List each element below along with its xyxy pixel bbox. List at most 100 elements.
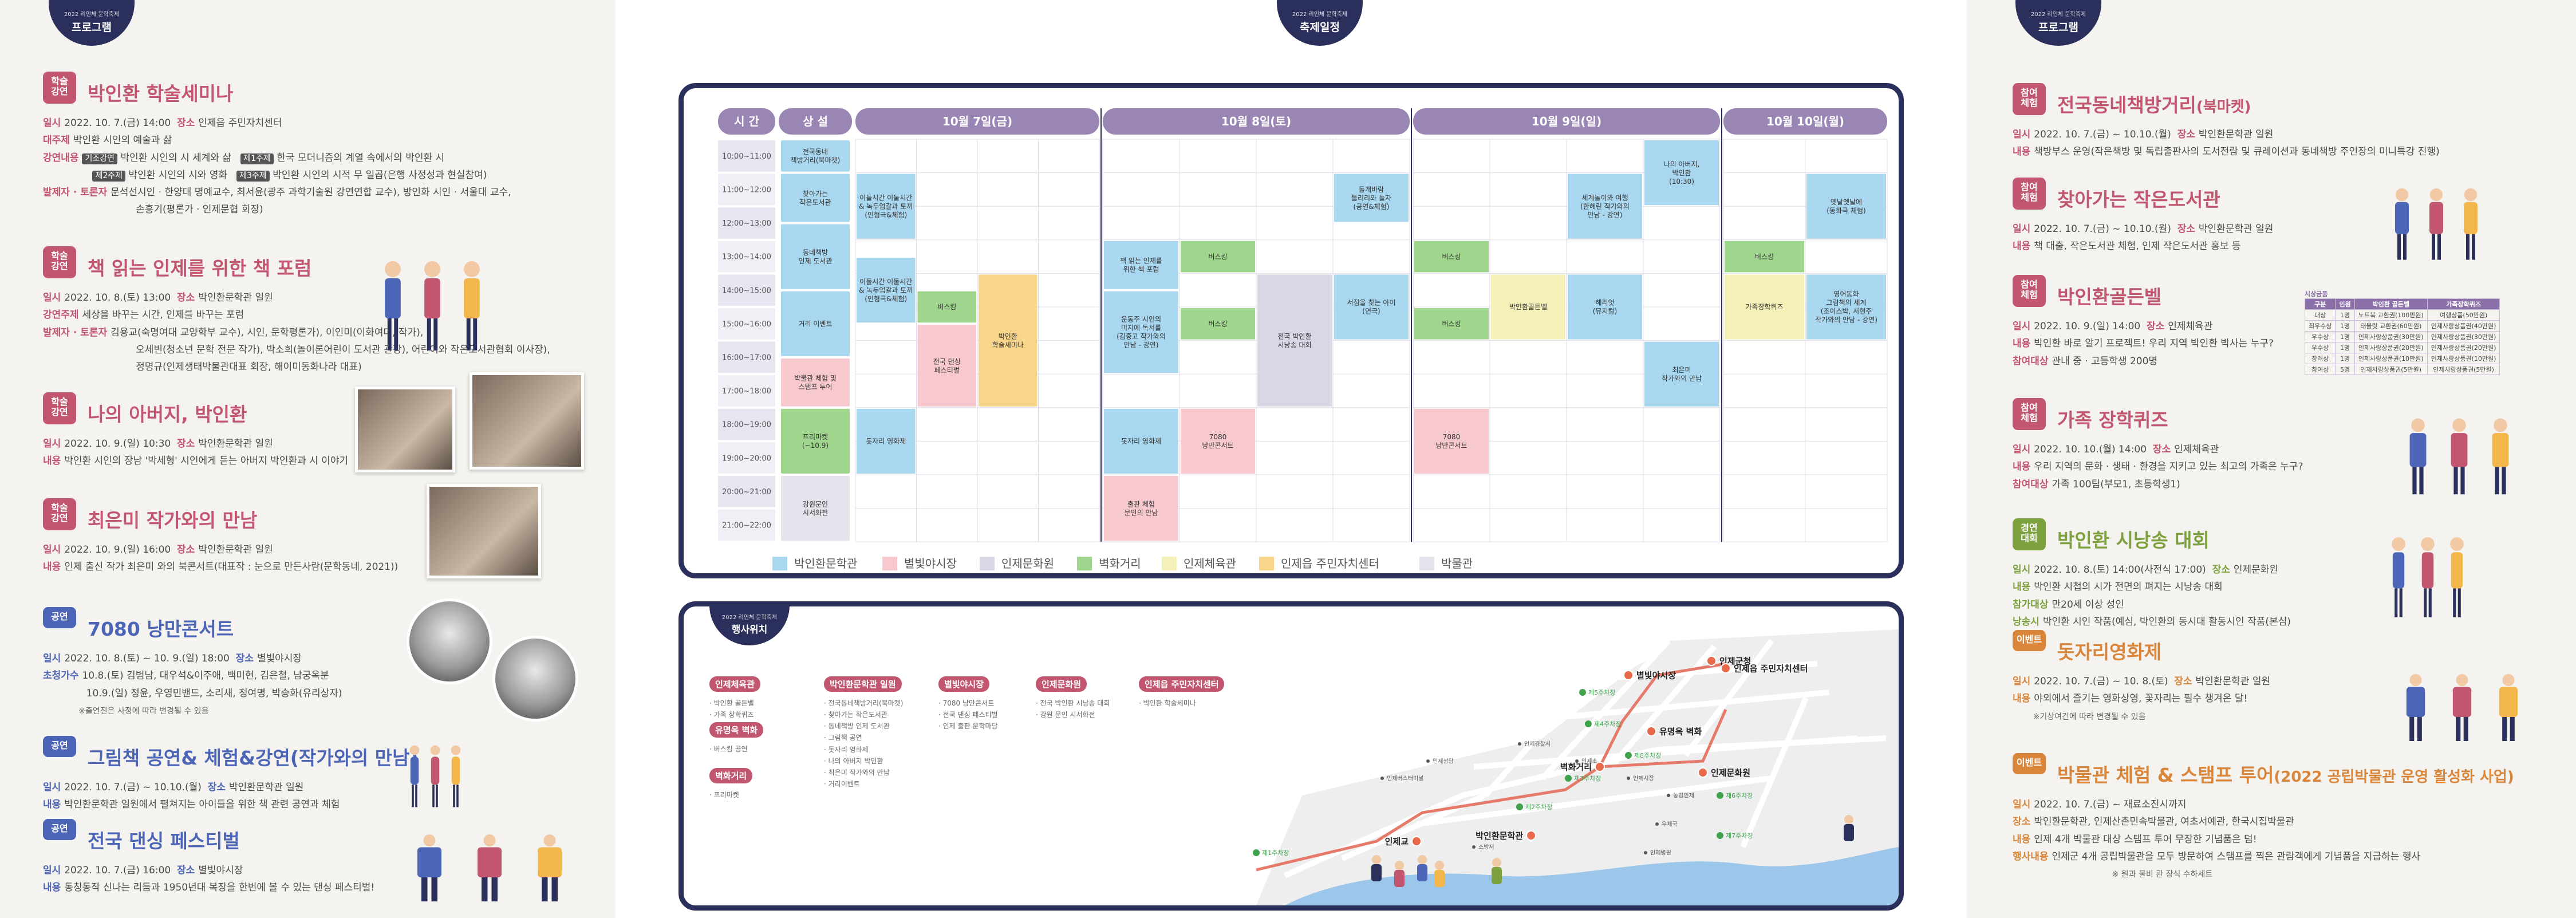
- person-head-icon: [423, 834, 436, 846]
- detail-text: 만20세 이상 성인: [2052, 598, 2124, 610]
- venue-list: 인제읍 주민자치센터박인환 학술세미나: [1139, 676, 1253, 709]
- road: [1483, 690, 1579, 798]
- detail-key: 내용: [2013, 461, 2034, 473]
- venue-program-item: 거리이벤트: [824, 778, 938, 790]
- person-leg-icon: [415, 785, 417, 807]
- venue-pin-icon: [1721, 663, 1731, 673]
- seal-title: 프로그램: [72, 21, 112, 34]
- detail-note: ※출연진은 사정에 따라 변경될 수 있음: [43, 706, 209, 716]
- standing-event-label: 거리 이벤트: [798, 320, 832, 328]
- venue-program-item: 그림책 공연: [824, 732, 938, 743]
- person-leg-icon: [2510, 717, 2515, 741]
- parking-label: 제1주차장: [1262, 849, 1289, 857]
- detail-line: 오세빈(청소년 문학 전문 작가), 박소희(놀이론어린이 도서관 관장), 어…: [43, 341, 550, 358]
- legend-label: 별빛야시장: [904, 557, 957, 570]
- legend-label: 박인환문학관: [794, 557, 857, 570]
- venue-pin-icon: [1623, 670, 1634, 680]
- detail-text: 2022. 10. 7.(금) ~ 10.10.(월): [2034, 129, 2177, 140]
- person-leg-icon: [2419, 467, 2424, 495]
- detail-key: 초청가수: [43, 670, 82, 682]
- venue-name-pill: 박인환문학관 일원: [824, 676, 902, 692]
- detail-text: 박인환 시인 작품(예심, 박인환의 동시대 활동시인 작품(본심): [2042, 616, 2291, 628]
- parking-icon: [1585, 720, 1592, 727]
- person-leg-icon: [2432, 234, 2435, 260]
- person-body-icon: [2492, 433, 2509, 467]
- detail-text: 박인환 바로 알기 프로젝트! 우리 지역 박인환 박사는 누구?: [2034, 338, 2274, 350]
- detail-key: 일시: [43, 782, 65, 793]
- person-leg-icon: [456, 785, 459, 807]
- landmark-icon: [1667, 794, 1670, 797]
- detail-tag: 제3주제: [236, 170, 270, 182]
- time-slot-label: 16:00~17:00: [722, 353, 771, 362]
- person-body-icon: [2452, 687, 2472, 717]
- schedule-event-label: 버스킹: [1442, 253, 1461, 261]
- detail-text: 2022. 10. 7.(금) ~ 재료소진시까지: [2034, 799, 2187, 810]
- program-category-badge: 공연: [43, 736, 76, 758]
- person-body-icon: [431, 757, 440, 785]
- person-leg-icon: [2463, 717, 2468, 741]
- detail-key: 내용: [43, 799, 65, 811]
- program-title: 돗자리영화제: [2057, 641, 2162, 663]
- venue-program-item: 박인환 학술세미나: [1139, 698, 1253, 709]
- standing-header-pill: [779, 108, 852, 135]
- detail-text: 박인환문학관 일원: [198, 292, 273, 304]
- landmark-label: 인제성당: [1433, 758, 1454, 765]
- person-leg-icon: [2457, 588, 2461, 617]
- person-leg-icon: [453, 785, 455, 807]
- detail-key: 참여대상: [2013, 355, 2052, 367]
- detail-line: 내용 박인환 시인의 장남 '박세형' 시인에게 듣는 아버지 박인환과 시 이…: [43, 452, 409, 470]
- detail-text: 정명규(인제생태박물관대표 회장, 해이미동화나라 대표): [43, 361, 362, 373]
- venue-pin-icon: [1526, 830, 1536, 841]
- person-head-icon: [464, 261, 480, 277]
- detail-line: ※기상여건에 따라 변경될 수 있음: [2013, 708, 2379, 725]
- venue-program-list: 7080 낭만콘서트전국 댄싱 페스티벌인제 출판 문학마당: [938, 698, 1053, 732]
- detail-key: 내용: [43, 561, 65, 573]
- detail-text: 우리 지역의 문화 · 생태 · 환경을 지키고 있는 최고의 가족은 누구?: [2034, 461, 2303, 473]
- singer-portrait: [407, 598, 492, 684]
- person-leg-icon: [2460, 467, 2465, 495]
- venue-pin-icon: [1706, 656, 1717, 666]
- program-title: 찾아가는 작은도서관: [2057, 188, 2220, 211]
- time-slot-cell: [718, 207, 775, 239]
- person-head-icon: [2456, 674, 2468, 686]
- schedule-event-block: [1257, 274, 1332, 407]
- detail-line: 장소 박인환문학관, 인제산촌민속박물관, 여초서예관, 한국시집박물관: [2013, 813, 2379, 830]
- venue-program-item: 인제 출판 문학마당: [938, 720, 1053, 732]
- venue-list: 인제문화원전국 박인환 시낭송 대회강원 문인 시서화전: [1036, 676, 1150, 720]
- legend-swatch: [1162, 557, 1177, 571]
- detail-text: 인제 출신 작가 최은미 와의 북콘서트(대표작 : 눈으로 만든사람(문학동네…: [64, 561, 399, 573]
- time-slot-cell: [718, 308, 775, 340]
- landmark-icon: [1426, 759, 1430, 763]
- detail-line: 일시 2022. 10. 8.(토) 14:00(사전식 17:00) 장소 인…: [2013, 561, 2379, 578]
- prize-table-cell: 인제사랑상품권(30만원): [2354, 331, 2428, 342]
- detail-line: 일시 2022. 10. 9.(일) 16:00 장소 박인환문학관 일원: [43, 541, 409, 558]
- venue-pin-label: 벽화거리: [1560, 762, 1592, 772]
- detail-text: 손흥기(평론가 · 인제문협 회장): [43, 204, 263, 216]
- detail-text: 인제 4개 박물관 대상 스탬프 투어 무장한 기념품은 덤!: [2034, 833, 2257, 845]
- time-slot-label: 13:00~14:00: [722, 253, 771, 262]
- detail-key: 장소: [207, 782, 229, 793]
- person-head-icon: [1395, 861, 1404, 870]
- parking-icon: [1625, 752, 1632, 759]
- schedule-event-block: [1414, 308, 1489, 340]
- venue-program-item: 버스킹 공연: [709, 743, 824, 755]
- venue-pin-label: 별빛야시장: [1636, 670, 1676, 680]
- detail-line: 일시 2022. 10. 7.(금) ~ 10.10.(월) 장소 박인환문학관…: [2013, 220, 2379, 238]
- detail-key: 장소: [177, 865, 199, 876]
- schedule-event-block: [1491, 274, 1565, 340]
- detail-text: 인제체육관: [2168, 321, 2213, 332]
- schedule-event-label: 나의 아버지,박인환(10:30): [1664, 160, 1700, 186]
- person-head-icon: [543, 834, 556, 846]
- road: [1683, 639, 1774, 757]
- program-details: 일시 2022. 10. 7.(금) ~ 10. 8.(토) 장소 박인환문학관…: [2013, 673, 2379, 725]
- detail-line: 내용 인제 4개 박물관 대상 스탬프 투어 무장한 기념품은 덤!: [2013, 831, 2379, 848]
